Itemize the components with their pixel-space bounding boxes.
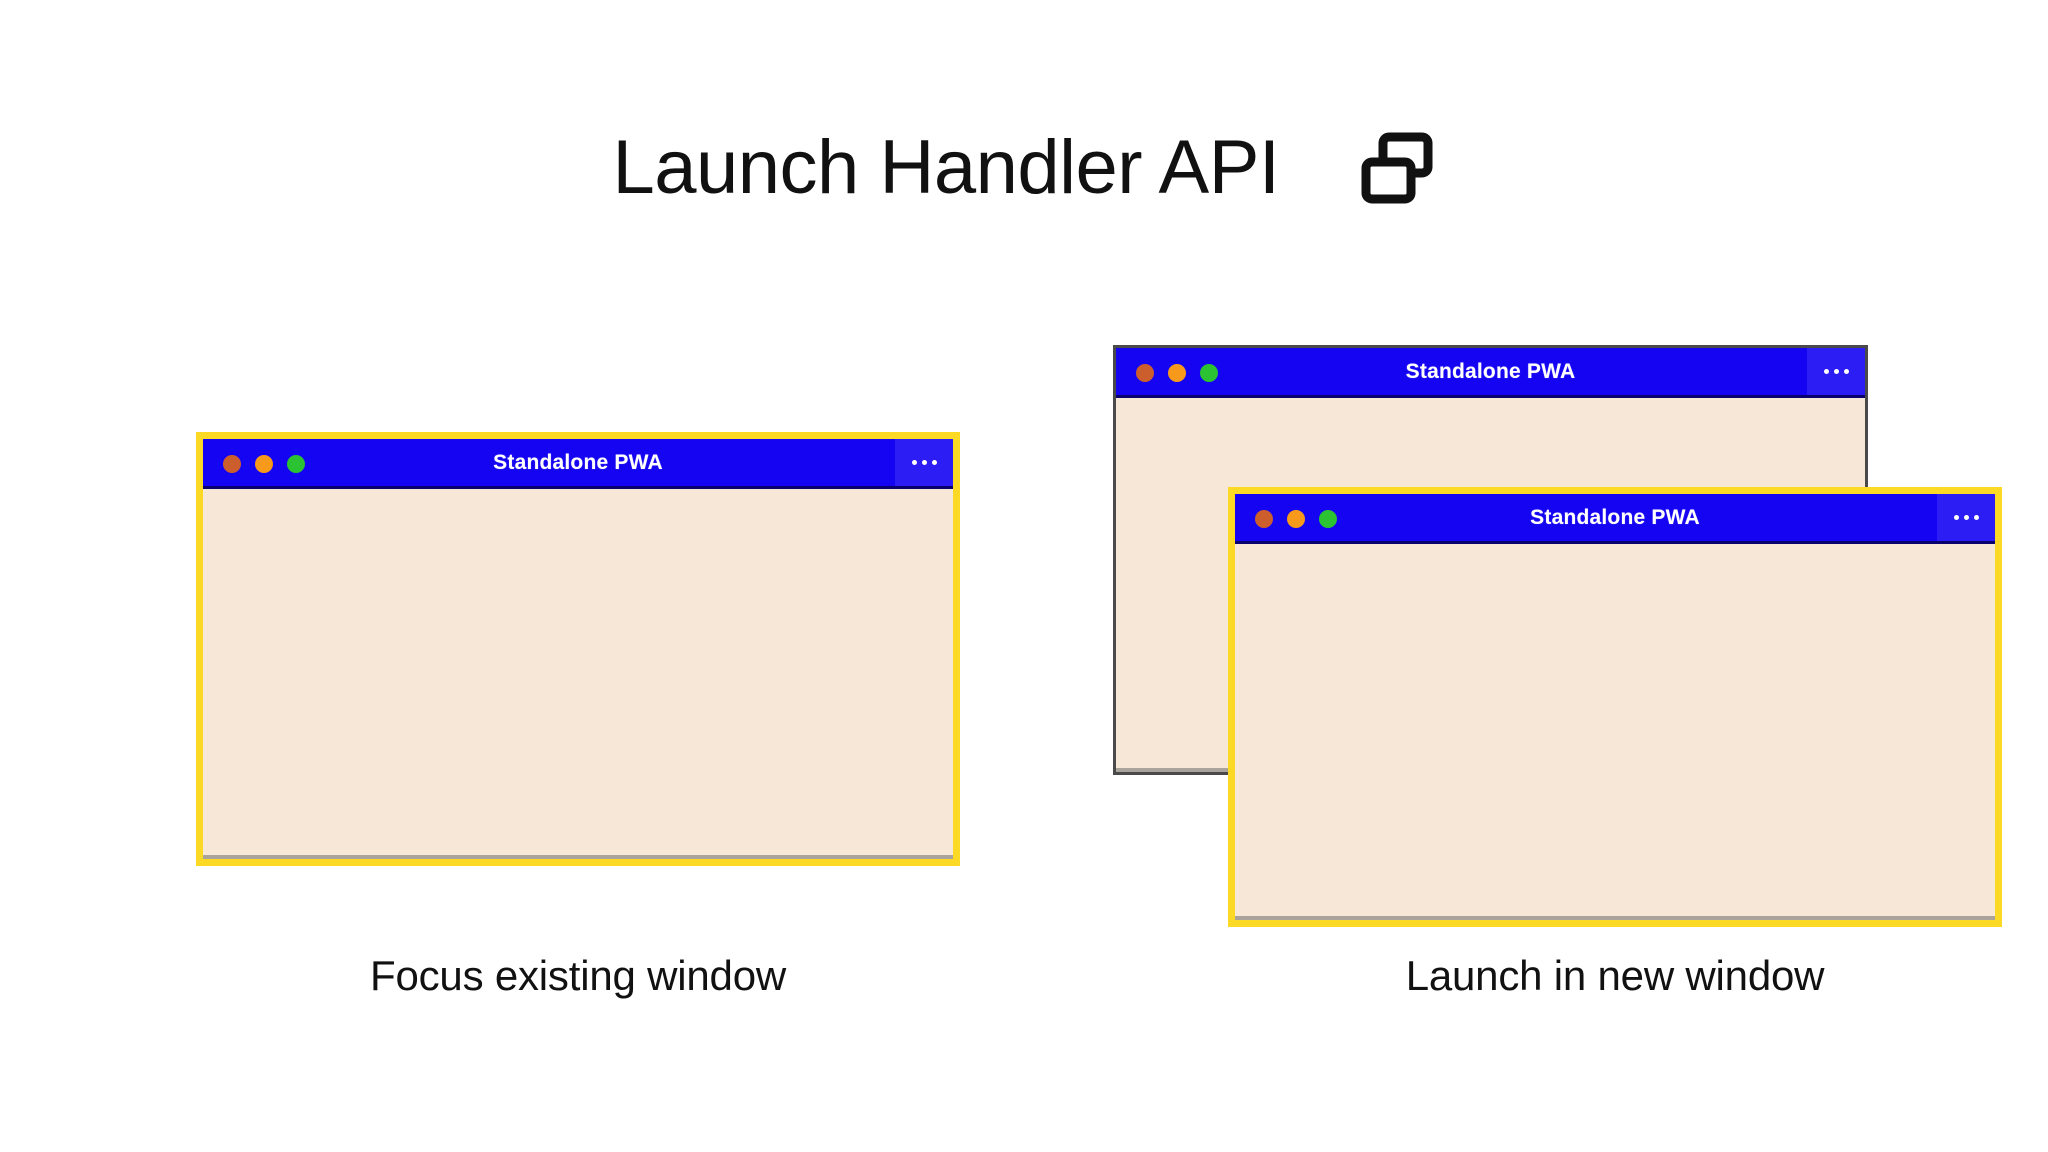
two-windows-icon	[1358, 129, 1436, 207]
window-title: Standalone PWA	[1405, 359, 1576, 383]
overflow-menu-button[interactable]	[1807, 348, 1865, 395]
menu-dot-icon	[1843, 369, 1849, 374]
window-inner: Standalone PWA	[1235, 494, 1995, 920]
menu-dot-icon	[1963, 515, 1969, 520]
menu-dot-icon	[1833, 369, 1839, 374]
maximize-button-icon[interactable]	[1200, 364, 1218, 382]
close-button-icon[interactable]	[1136, 364, 1154, 382]
traffic-light-group	[1235, 510, 1337, 528]
window-title: Standalone PWA	[1530, 505, 1700, 529]
window-content-area[interactable]	[203, 489, 953, 859]
window-titlebar[interactable]: Standalone PWA	[203, 439, 953, 489]
window-title: Standalone PWA	[493, 450, 663, 474]
pwa-window-focused-left[interactable]: Standalone PWA	[196, 432, 960, 866]
window-titlebar[interactable]: Standalone PWA	[1116, 348, 1865, 398]
menu-dot-icon	[911, 460, 917, 465]
page-title: Launch Handler API	[612, 125, 1280, 210]
menu-dot-icon	[931, 460, 937, 465]
maximize-button-icon[interactable]	[287, 455, 305, 473]
overflow-menu-button[interactable]	[1937, 494, 1995, 541]
traffic-light-group	[203, 455, 305, 473]
maximize-button-icon[interactable]	[1319, 510, 1337, 528]
menu-dot-icon	[1953, 515, 1959, 520]
pwa-window-focused-right[interactable]: Standalone PWA	[1228, 487, 2002, 927]
window-titlebar[interactable]: Standalone PWA	[1235, 494, 1995, 544]
traffic-light-group	[1116, 364, 1218, 382]
minimize-button-icon[interactable]	[1287, 510, 1305, 528]
window-inner: Standalone PWA	[203, 439, 953, 859]
minimize-button-icon[interactable]	[255, 455, 273, 473]
menu-dot-icon	[921, 460, 927, 465]
window-content-area[interactable]	[1235, 544, 1995, 920]
close-button-icon[interactable]	[1255, 510, 1273, 528]
overflow-menu-button[interactable]	[895, 439, 953, 486]
page-header: Launch Handler API	[0, 108, 2048, 228]
caption-launch-in-new-window: Launch in new window	[1405, 952, 1825, 999]
caption-focus-existing-window: Focus existing window	[370, 952, 786, 999]
minimize-button-icon[interactable]	[1168, 364, 1186, 382]
close-button-icon[interactable]	[223, 455, 241, 473]
menu-dot-icon	[1823, 369, 1829, 374]
menu-dot-icon	[1973, 515, 1979, 520]
